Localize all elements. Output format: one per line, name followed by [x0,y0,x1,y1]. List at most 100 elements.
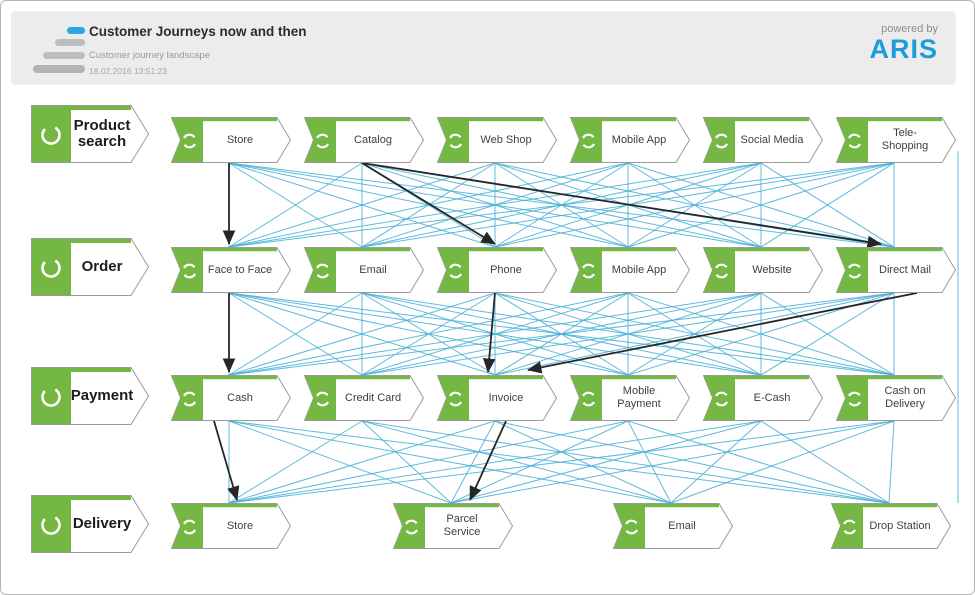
node-order-direct-mail[interactable]: Direct Mail [836,247,956,293]
row-label-delivery[interactable]: Delivery [31,495,149,553]
node-label: Catalog [354,133,392,146]
flow-arrow [482,292,496,373]
node-label: Credit Card [344,391,402,404]
cycle-icon [315,133,330,149]
cycle-icon [714,133,729,149]
cycle-icon [581,133,596,149]
flow-line [361,292,895,376]
node-product-search-store[interactable]: Store [171,117,291,163]
node-product-search-web-shop[interactable]: Web Shop [437,117,557,163]
flow-line [760,292,895,376]
flow-line [361,420,452,504]
node-order-mobile-app[interactable]: Mobile App [570,247,690,293]
node-order-phone[interactable]: Phone [437,247,557,293]
node-shape [437,375,557,421]
node-delivery-drop-station[interactable]: Drop Station [831,503,951,549]
node-shape [304,375,424,421]
cycle-icon [581,263,596,279]
cycle-icon [714,391,729,407]
aris-brand-logo: ARIS [869,34,938,64]
node-label: Phone [490,263,522,276]
node-label: Mobile App [611,263,667,276]
row-label-text: Order [81,257,123,275]
cycle-icon [847,391,862,407]
flow-line [627,420,672,504]
flow-line [888,420,895,504]
flow-line [494,420,672,504]
node-label: E-Cash [753,391,791,404]
flow-line [228,292,363,376]
flow-arrow [361,162,882,249]
node-shape [437,117,557,163]
flow-line [228,420,452,504]
node-label: Store [226,519,254,532]
report-timestamp: 18.02.2016 13:51:23 [89,66,167,76]
row-label-payment[interactable]: Payment [31,367,149,425]
node-shape [171,375,291,421]
cycle-icon [581,391,596,407]
cycle-icon [847,263,862,279]
row-label-text: Delivery [72,514,132,532]
row-label-order[interactable]: Order [31,238,149,296]
node-shape [570,247,690,293]
row-label-text: Product search [73,116,131,150]
row-label-product-search[interactable]: Product search [31,105,149,163]
node-product-search-catalog[interactable]: Catalog [304,117,424,163]
node-shape [570,375,690,421]
node-label: Email [668,519,696,532]
row-label-shape [31,105,149,163]
powered-by-label: powered by [881,23,938,35]
node-label: Mobile App [611,133,667,146]
node-delivery-email[interactable]: Email [613,503,733,549]
node-delivery-store[interactable]: Store [171,503,291,549]
node-shape [836,247,956,293]
node-product-search-mobile-app[interactable]: Mobile App [570,117,690,163]
node-payment-cash[interactable]: Cash [171,375,291,421]
node-order-email[interactable]: Email [304,247,424,293]
node-label: Social Media [740,133,804,146]
cycle-icon [41,387,61,407]
flow-line [228,162,762,248]
node-order-website[interactable]: Website [703,247,823,293]
flow-line [450,420,496,504]
node-shape [836,375,956,421]
flow-line [228,292,762,376]
flow-line [627,162,895,248]
flow-line [361,420,672,504]
flow-line [228,292,496,376]
node-shape [171,117,291,163]
flow-line [228,420,629,504]
node-shape [304,247,424,293]
node-order-face-to-face[interactable]: Face to Face [171,247,291,293]
node-shape [393,503,513,549]
flow-line [228,420,762,504]
flow-line [450,420,762,504]
powered-by-block: powered by ARIS [869,23,938,63]
cycle-icon [41,258,61,278]
node-payment-credit-card[interactable]: Credit Card [304,375,424,421]
node-shape [171,503,291,549]
flow-line [228,292,629,376]
report-header: Customer Journeys now and then Customer … [11,11,956,85]
logo-pill-blue [67,27,85,34]
node-payment-invoice[interactable]: Invoice [437,375,557,421]
node-label: Email [359,263,387,276]
flow-line [228,292,895,376]
node-shape [613,503,733,549]
node-shape [831,503,951,549]
flow-arrow [469,420,507,501]
row-label-shape [31,495,149,553]
row-label-text: Payment [70,386,134,404]
node-payment-e-cash[interactable]: E-Cash [703,375,823,421]
node-product-search-tele-shopping[interactable]: Tele-Shopping [836,117,956,163]
cycle-icon [41,125,61,145]
node-product-search-social-media[interactable]: Social Media [703,117,823,163]
node-label: Website [752,263,792,276]
